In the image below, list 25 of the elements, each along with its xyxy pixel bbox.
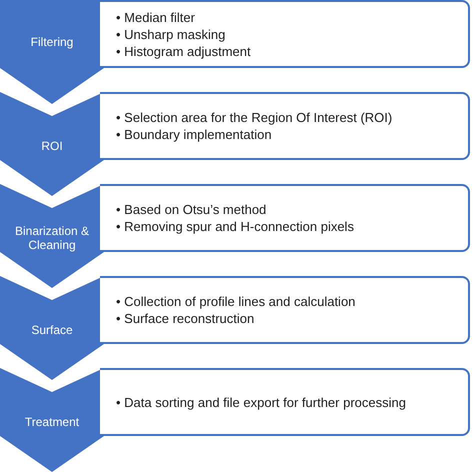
bullet-item: • Unsharp masking [116,26,226,42]
step-label: ROI [40,139,64,153]
bullet-item: • Based on Otsu’s method [116,201,268,218]
chevron-shape [0,368,104,472]
step-label: Filtering [30,35,74,49]
bullet-item: • Surface reconstruction [116,310,256,327]
chevron-shape [0,184,104,288]
bullet-item: • Data sorting and file export for further processing [116,394,406,410]
bullet-item: • Selection area for the Region Of Interest (ROI) [116,109,392,126]
bullet-item: • Boundary implementation [116,126,273,143]
bullet-item: • Median filter [116,8,196,26]
bullet-item: • Histogram adjustment [116,42,251,60]
bullet-item: • Removing spur and H-connection pixels [116,218,354,235]
step-box [100,92,470,160]
step-label: Surface [30,323,74,337]
step-box [100,276,470,344]
chevron-shape [0,0,104,104]
step-box [100,184,470,252]
step-label: Binarization & Cleaning [14,224,90,252]
step-box [100,0,470,68]
step-label: Treatment [24,415,80,429]
bullet-item: • Collection of profile lines and calculation [116,293,356,310]
chevron-shape [0,276,104,380]
chevron-shape [0,92,104,196]
step-box [100,368,470,436]
